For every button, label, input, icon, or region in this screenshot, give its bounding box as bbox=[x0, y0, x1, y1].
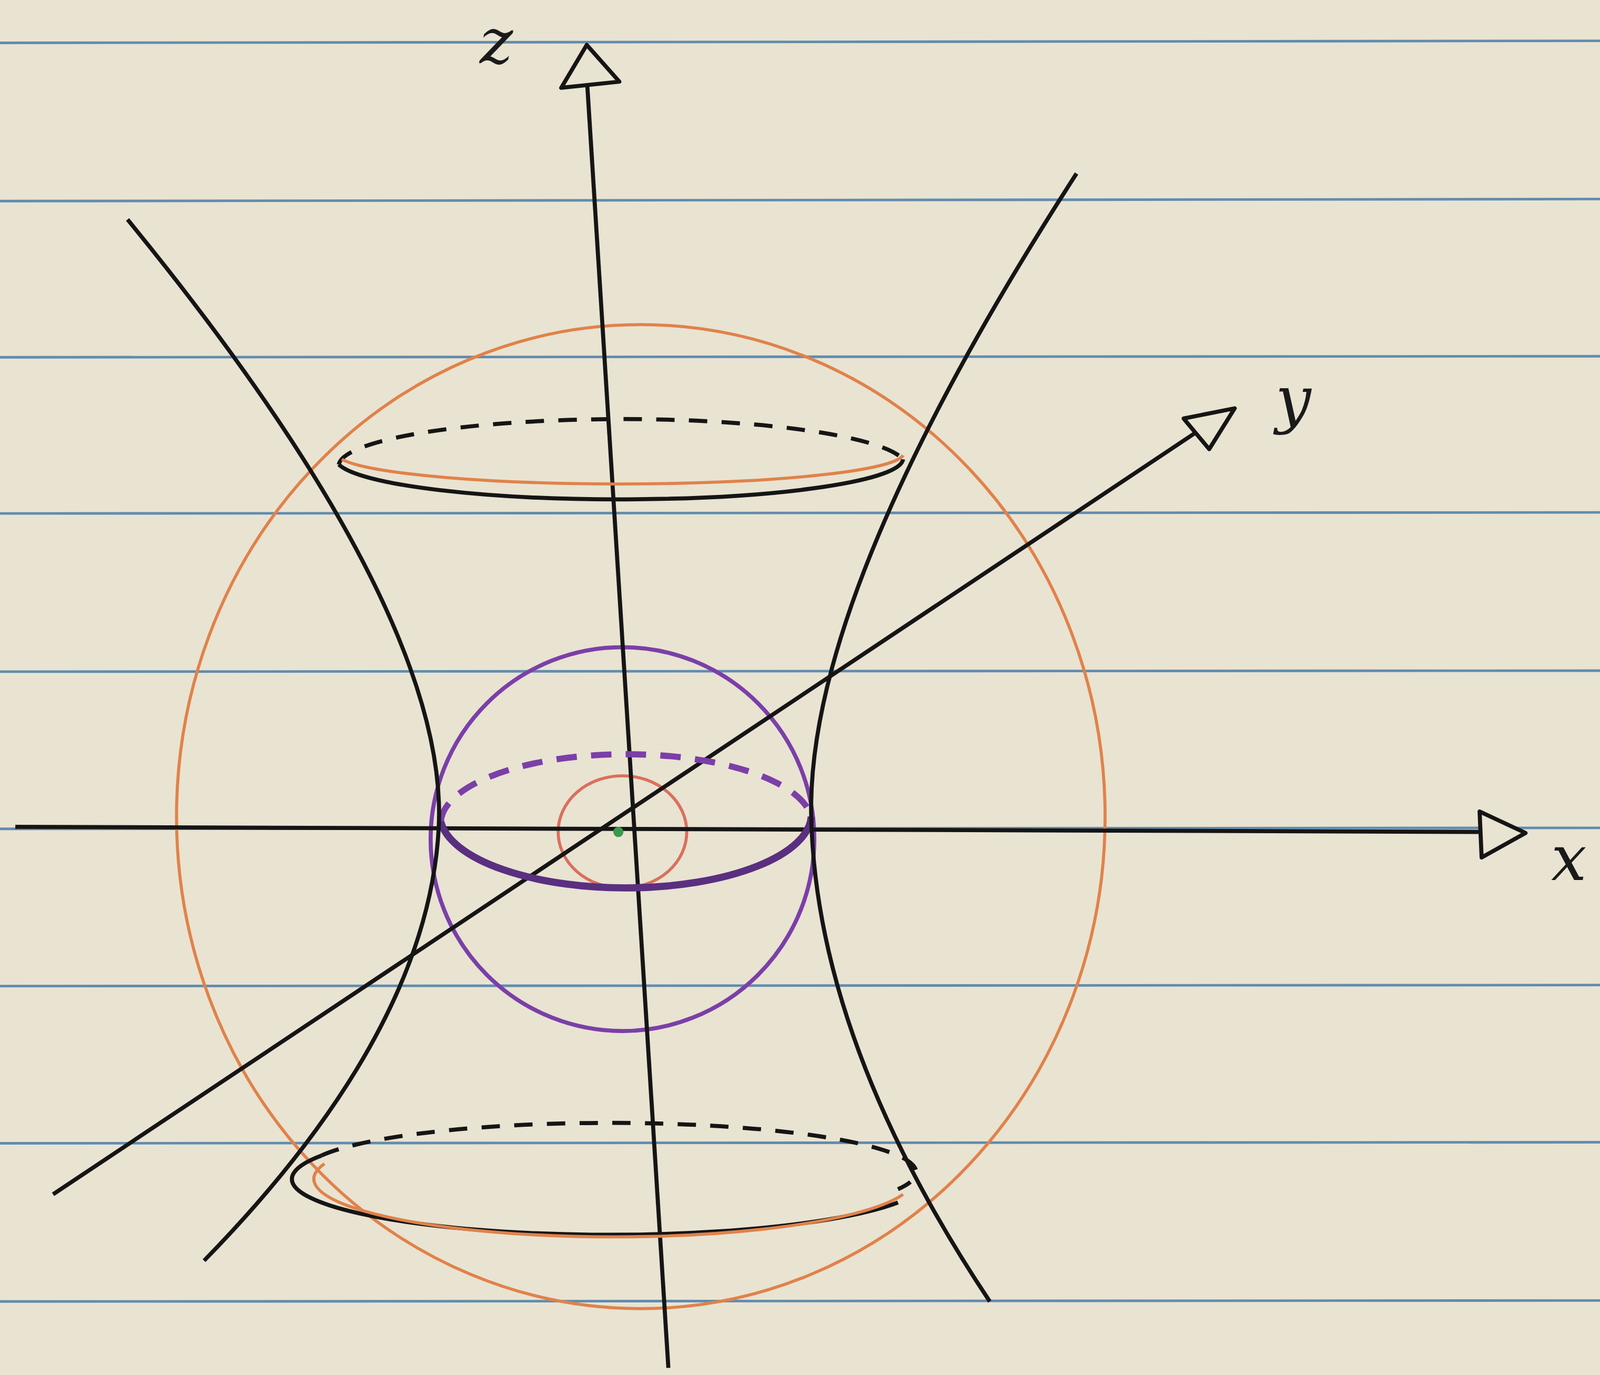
ruled-line bbox=[0, 1300, 1600, 1302]
ruled-line bbox=[0, 512, 1600, 514]
hyperboloid-left bbox=[127, 219, 440, 1261]
y-axis bbox=[53, 423, 1210, 1194]
middle-sphere bbox=[430, 646, 815, 1031]
bottom-ellipse-back bbox=[321, 1122, 917, 1190]
ruled-line bbox=[0, 41, 1600, 44]
axis-label: x bbox=[1551, 826, 1587, 890]
ruled-line bbox=[0, 198, 1600, 201]
axis-label: z bbox=[479, 9, 513, 74]
ruled-line bbox=[0, 356, 1600, 358]
ruled-line bbox=[0, 670, 1600, 672]
axis-label: y bbox=[1275, 367, 1312, 431]
outer-sphere bbox=[176, 324, 1106, 1309]
waist-ellipse-back bbox=[440, 754, 812, 822]
waist-ellipse-front bbox=[440, 816, 812, 888]
top-ellipse-front bbox=[338, 459, 904, 500]
bottom-cap-orange bbox=[314, 1163, 904, 1237]
ruled-line bbox=[0, 985, 1600, 987]
y-arrowhead bbox=[1183, 408, 1235, 450]
x-axis bbox=[15, 826, 1485, 833]
hyperboloid-right bbox=[811, 173, 1077, 1302]
inner-sphere bbox=[558, 775, 687, 888]
ruled-line bbox=[0, 1142, 1600, 1144]
top-cap-orange bbox=[341, 455, 904, 485]
top-ellipse-back bbox=[338, 419, 904, 465]
origin-dot bbox=[613, 826, 624, 837]
z-arrowhead bbox=[561, 44, 620, 88]
x-arrowhead bbox=[1479, 811, 1526, 858]
z-axis bbox=[586, 76, 669, 1369]
ruled-lines bbox=[0, 41, 1600, 1302]
